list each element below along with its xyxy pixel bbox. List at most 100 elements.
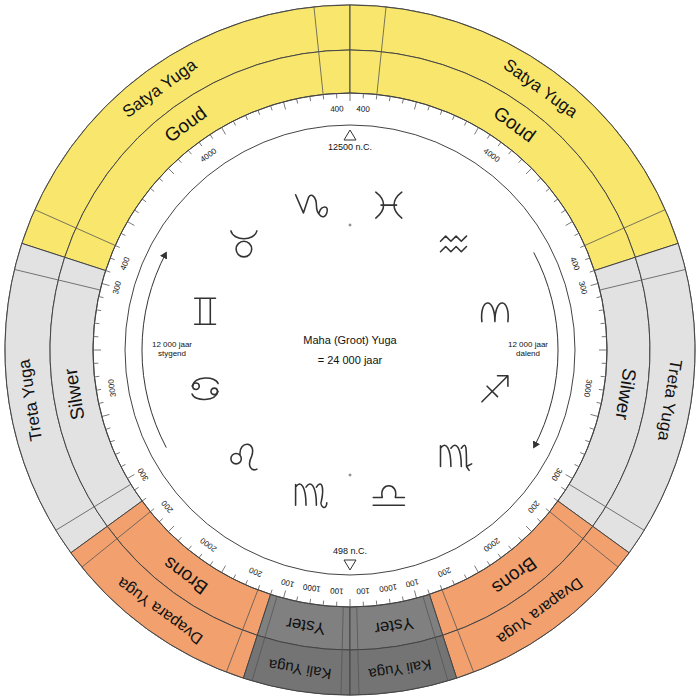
scale-tick <box>602 336 607 337</box>
scale-tick <box>309 96 311 101</box>
band-fill <box>71 526 257 678</box>
scale-tick <box>575 233 579 235</box>
scale-number: 200 <box>248 564 264 577</box>
scale-tick <box>519 537 522 541</box>
scale-tick <box>453 115 455 120</box>
scale-number: 400 <box>356 106 370 115</box>
scale-tick <box>599 350 607 351</box>
metal-name: Brons <box>160 552 212 598</box>
scale-tick <box>487 134 490 138</box>
scale-number: 2000 <box>481 535 501 553</box>
scale-tick <box>102 414 110 416</box>
scale-tick <box>585 440 590 442</box>
sandhi-line <box>357 607 359 695</box>
scale-tick <box>475 127 479 134</box>
scale-tick <box>487 561 490 565</box>
band-fill <box>593 243 695 552</box>
scale-tick <box>115 453 120 455</box>
scale-tick <box>440 110 442 115</box>
sandhi-line <box>600 269 686 290</box>
sandhi-line <box>35 210 115 246</box>
scale-tick <box>233 575 235 579</box>
band-fill <box>350 635 457 695</box>
scale-tick <box>350 93 351 101</box>
scale-tick <box>509 150 512 154</box>
scale-tick <box>199 554 202 558</box>
scale-tick <box>440 585 442 590</box>
scale-tick <box>283 102 285 110</box>
scale-tick <box>110 258 115 260</box>
band-fill <box>5 243 107 552</box>
bottom-marker <box>344 560 356 570</box>
scale-number: 1000 <box>378 581 397 592</box>
scale-tick <box>323 601 325 606</box>
scale-tick <box>93 336 98 337</box>
scale-tick <box>591 283 599 285</box>
yuga-name: Kali Yuga <box>368 655 433 681</box>
scale-number: 100 <box>331 585 345 594</box>
scale-tick <box>199 142 202 146</box>
ascending-arrow <box>142 252 166 447</box>
scale-tick <box>93 350 101 351</box>
yuga-name: Satya Yuga <box>120 56 201 122</box>
scale-tick <box>389 96 391 101</box>
sandhi-line <box>423 596 448 680</box>
scale-tick <box>414 591 416 599</box>
scale-tick <box>498 142 501 146</box>
scale-tick <box>121 233 125 235</box>
scale-tick <box>596 402 601 403</box>
scale-tick <box>127 475 134 479</box>
band-fill <box>243 635 350 695</box>
scale-number: 4000 <box>199 147 219 165</box>
scale-number: 300 <box>112 280 124 295</box>
yuga-name: Kali Yuga <box>267 655 332 681</box>
scale-tick <box>591 414 599 416</box>
scale-tick <box>580 453 585 455</box>
band-fill <box>65 50 350 271</box>
scale-number: 300 <box>137 466 151 482</box>
scale-tick <box>428 106 430 111</box>
scale-tick <box>509 546 512 550</box>
scale-tick <box>134 487 138 490</box>
yuga-name: Dvapara Yuga <box>114 574 206 648</box>
scale-tick <box>271 590 273 595</box>
scale-tick <box>546 188 550 191</box>
metal-name: Goud <box>161 103 211 147</box>
scale-tick <box>566 475 573 479</box>
band-fill <box>350 50 635 271</box>
sandhi-line <box>226 590 258 672</box>
center-value: = 24 000 jaar <box>318 354 383 366</box>
yuga-name: Satya Yuga <box>499 56 580 122</box>
scale-number: 300 <box>549 466 563 482</box>
scale-tick <box>537 178 541 181</box>
spacer <box>349 224 351 226</box>
scale-tick <box>233 121 235 125</box>
sandhi-line <box>585 210 665 246</box>
scale-tick <box>309 599 311 604</box>
scale-tick <box>258 585 260 590</box>
scale-tick <box>498 554 501 558</box>
yuga-name: Treta Yuga <box>653 358 684 442</box>
direction-note: 12 000 jaar dalend <box>503 341 553 359</box>
scale-tick <box>336 602 337 607</box>
scale-tick <box>554 498 558 501</box>
sandhi-line <box>56 484 131 530</box>
scale-tick <box>590 428 595 430</box>
scale-tick <box>168 168 174 174</box>
metal-name: Goud <box>489 103 539 147</box>
band-fill <box>350 5 678 257</box>
scale-tick <box>599 309 604 311</box>
scale-tick <box>188 150 191 154</box>
metal-name: Silwer <box>61 366 90 420</box>
